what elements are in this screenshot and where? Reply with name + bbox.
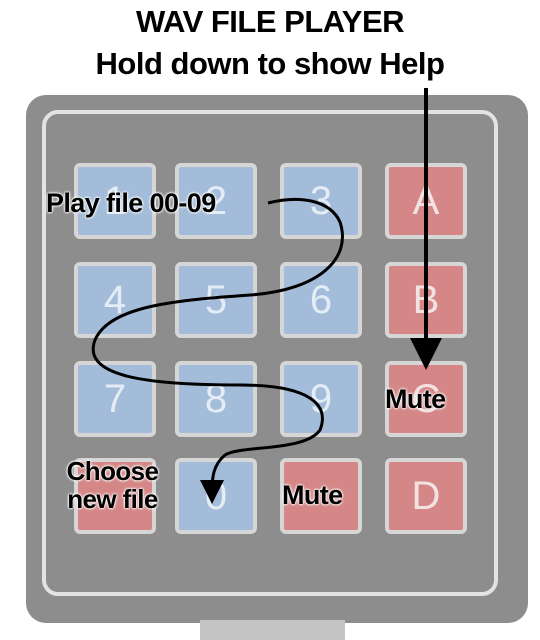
key-3[interactable]: 3	[280, 163, 362, 239]
choose-new-file-label: Choose new file	[66, 456, 159, 514]
key-9[interactable]: 9	[280, 361, 362, 437]
key-hash[interactable]	[280, 458, 362, 534]
key-2[interactable]: 2	[175, 163, 257, 239]
title-line-1: WAV FILE PLAYER	[135, 4, 405, 39]
key-star[interactable]	[74, 458, 156, 534]
mute-hash-label: Mute	[282, 480, 343, 510]
keypad-ribbon	[200, 620, 345, 640]
play-files-label: Play file 00-09	[46, 188, 216, 218]
key-8[interactable]: 8	[175, 361, 257, 437]
key-4[interactable]: 4	[74, 262, 156, 338]
play-curve-arrow	[91, 197, 344, 504]
key-c[interactable]: C	[385, 361, 467, 437]
key-1[interactable]: 1	[74, 163, 156, 239]
mute-c-label: Mute	[385, 384, 446, 414]
title-line-2: Hold down to show Help	[95, 46, 445, 81]
key-d[interactable]: D	[385, 458, 467, 534]
